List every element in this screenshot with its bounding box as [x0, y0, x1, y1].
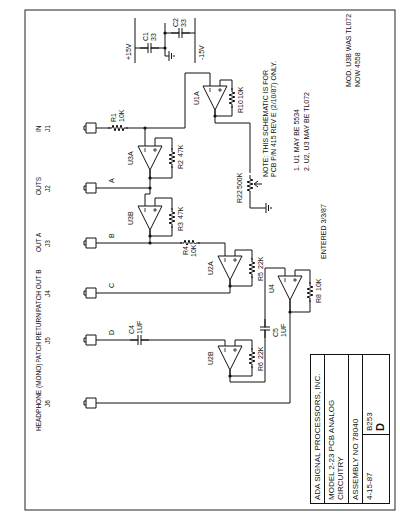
jack-label: OUT A	[36, 232, 43, 253]
title-text: ADA SIGNAL PROCESSORS, INC.	[313, 358, 322, 500]
title-text: MODEL 2-23 PCB ANALOG CIRCUITRY	[327, 358, 345, 500]
part-label: R1	[110, 112, 117, 123]
part-label: U3B	[127, 210, 134, 226]
part-label: A	[108, 177, 115, 184]
jack-label: J2	[45, 184, 52, 193]
part-label: U2A	[207, 260, 214, 276]
part-label: 500K	[236, 172, 243, 190]
part-label: B	[108, 232, 115, 239]
part-label: 1UF	[280, 323, 287, 338]
title-block-cell: 4-15-87	[362, 434, 390, 504]
part-label: 10K	[190, 244, 197, 258]
part-label: 22K	[257, 256, 264, 270]
part-label: C1	[142, 31, 149, 42]
part-label: R8	[315, 293, 322, 304]
title-block-cell: ADA SIGNAL PROCESSORS, INC.	[310, 354, 325, 504]
part-label: C5	[272, 327, 279, 338]
title-block-cell: MODEL 2-23 PCB ANALOG CIRCUITRY	[324, 354, 348, 504]
part-label: 33	[180, 18, 187, 28]
jack-label: HEADPHONE (MONO)	[36, 362, 43, 432]
part-label: 10K	[237, 86, 244, 100]
part-label: R6	[257, 361, 264, 372]
title-text: ASSEMBLY NO 78040	[351, 358, 360, 500]
note-text: 1. U1 MAY BE 5534	[293, 108, 300, 172]
part-label: U4	[268, 283, 275, 294]
jack-label: J1	[45, 124, 52, 133]
part-label: +15V	[125, 42, 132, 61]
note-text: ENTERED 3/3/87	[320, 203, 327, 260]
part-label: D	[108, 329, 115, 336]
part-label: U2B	[207, 350, 214, 366]
note-text: NOTE: THIS SCHEMATIC IS FOR PCB P/N 415 …	[262, 58, 278, 178]
jack-label: PATCH RETURN	[36, 312, 43, 364]
note-text: MOD. U3B WAS TL072	[345, 13, 352, 88]
part-label: C	[108, 282, 115, 289]
part-label: R22	[236, 189, 243, 204]
note-text: NOW 4558	[354, 51, 361, 88]
jack-label: J6	[45, 399, 52, 408]
part-label: 33	[150, 32, 157, 42]
part-label: U1A	[193, 90, 200, 106]
part-label: R2	[177, 159, 184, 170]
jack-label: J3	[45, 239, 52, 248]
part-label: 22K	[257, 346, 264, 360]
part-label: U3A	[127, 150, 134, 166]
part-label: 47K	[177, 206, 184, 220]
part-label: 10K	[118, 109, 125, 123]
part-label: R10	[237, 99, 244, 114]
part-label: C4	[128, 324, 135, 335]
jack-label: J5	[45, 336, 52, 345]
jack-label: J4	[45, 289, 52, 298]
note-text: 2. U2, U3 MAY BE TL072	[303, 91, 310, 172]
title-block-cell: ASSEMBLY NO 78040	[348, 354, 363, 504]
jack-label: OUTS	[36, 176, 43, 196]
part-label: R3	[177, 221, 184, 232]
title-block-cell: B253D	[362, 354, 390, 435]
part-label: 1UF	[136, 320, 143, 335]
part-label: 10K	[315, 278, 322, 292]
title-text: D	[374, 358, 387, 431]
part-label: R4	[182, 245, 189, 256]
part-label: 47K	[177, 144, 184, 158]
part-label: R5	[257, 271, 264, 282]
title-text: 4-15-87	[365, 438, 374, 500]
title-text: B253	[365, 358, 374, 431]
jack-label: PATCH OUT B	[36, 268, 43, 313]
part-label: -15V	[198, 44, 205, 61]
part-label: C2	[172, 17, 179, 28]
jack-label: IN	[36, 125, 43, 134]
